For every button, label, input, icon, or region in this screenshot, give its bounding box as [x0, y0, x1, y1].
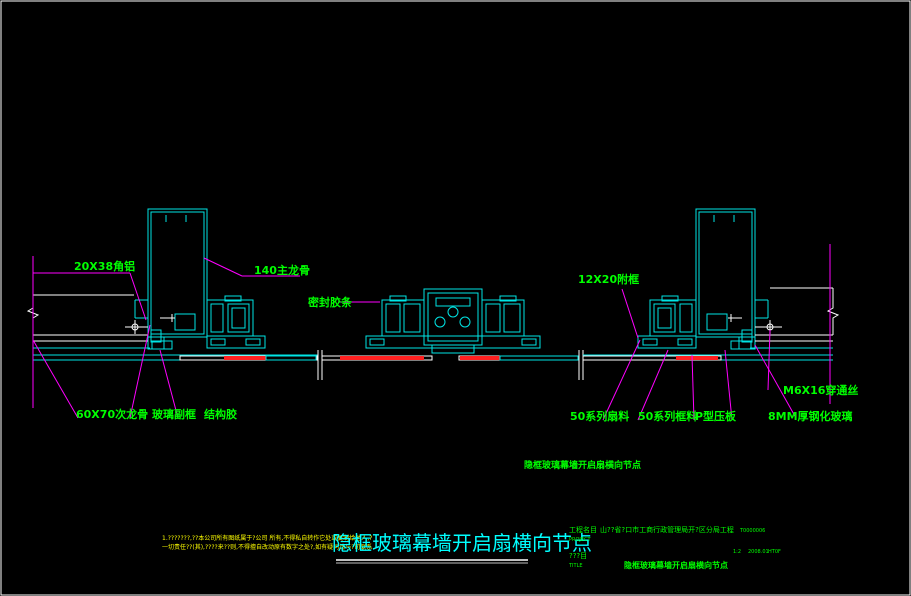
- right-sash-profile: [637, 295, 697, 349]
- label-glass-subframe: 玻璃副框: [152, 407, 196, 421]
- left-mullion: [134, 208, 208, 350]
- right-wall: [755, 287, 840, 342]
- block-title-value: 隐框玻璃幕墙开启扇横向节点: [624, 560, 728, 570]
- left-bolt: [125, 314, 175, 334]
- left-glass-panel: [179, 355, 318, 361]
- block-project-label: 工程名目: [569, 525, 597, 534]
- label-bolt-m6x16: M6X16穿通丝: [783, 383, 858, 397]
- label-series50-sash: 50系列扇料: [570, 409, 629, 423]
- center-divider-left: [317, 350, 323, 380]
- center-sash-assembly: [365, 288, 541, 354]
- label-subframe-12x20: 12X20附框: [578, 272, 639, 286]
- title-big: 隐框玻璃幕墙开启扇横向节点: [332, 531, 592, 555]
- block-scale: 1:2: [733, 549, 741, 555]
- left-wall: [26, 294, 148, 342]
- block-title-label: ???目: [569, 552, 587, 560]
- drawing-caption: 隐框玻璃幕墙开启扇横向节点: [524, 459, 641, 471]
- title-big-group: 隐框玻璃幕墙开启扇横向节点: [332, 531, 592, 564]
- notes-text: 1.???????,??本公司所有图纸属于?公司 所有,不得私自转作它处或复制给…: [162, 534, 374, 551]
- label-tempered-glass: 8MM厚钢化玻璃: [768, 409, 853, 423]
- block-date: 2008.01: [748, 549, 769, 555]
- right-mullion: [695, 208, 769, 350]
- block-project-label-en: PROJECT: [569, 537, 592, 543]
- label-p-press-plate: P型压板: [695, 409, 737, 423]
- label-secondary-keel: 60X70次龙骨: [76, 407, 148, 421]
- title-block: 工程名目 PROJECT 山??省?口市工商行政管理局开?区分局工程 T0000…: [568, 525, 781, 570]
- right-glass-panel: [582, 355, 722, 361]
- notes-text-line: 1.???????,??本公司所有图纸属于?公司 所有,不得私自转作它处或复制给…: [162, 534, 372, 542]
- block-project-value: 山??省?口市工商行政管理局开?区分局工程: [600, 525, 734, 534]
- label-structural-glue: 结构胶: [203, 407, 237, 421]
- left-wall-cyan: [33, 347, 318, 361]
- label-angle-aluminum: 20X38角铝: [74, 259, 135, 273]
- center-divider-right: [578, 350, 584, 380]
- block-sheet: HT0F: [768, 549, 781, 555]
- callout-labels: 20X38角铝 140主龙骨 密封胶条 60X70次龙骨 玻璃副框 结构胶 12…: [74, 259, 858, 423]
- center-glass: [321, 355, 580, 361]
- notes-text-line-2: 一切责任??(其),????来??则,不得擅自改动原有数字之处?,如有疑问请与?…: [162, 543, 372, 551]
- label-series50-frame: 50系列框料: [638, 409, 697, 423]
- block-drawing-no: T0000006: [739, 528, 765, 534]
- leader-lines: [32, 244, 831, 421]
- block-title-label-en: TITLE: [568, 563, 583, 569]
- label-seal-strip: 密封胶条: [308, 295, 353, 309]
- left-sash-profile: [206, 295, 266, 349]
- label-main-keel: 140主龙骨: [254, 263, 310, 277]
